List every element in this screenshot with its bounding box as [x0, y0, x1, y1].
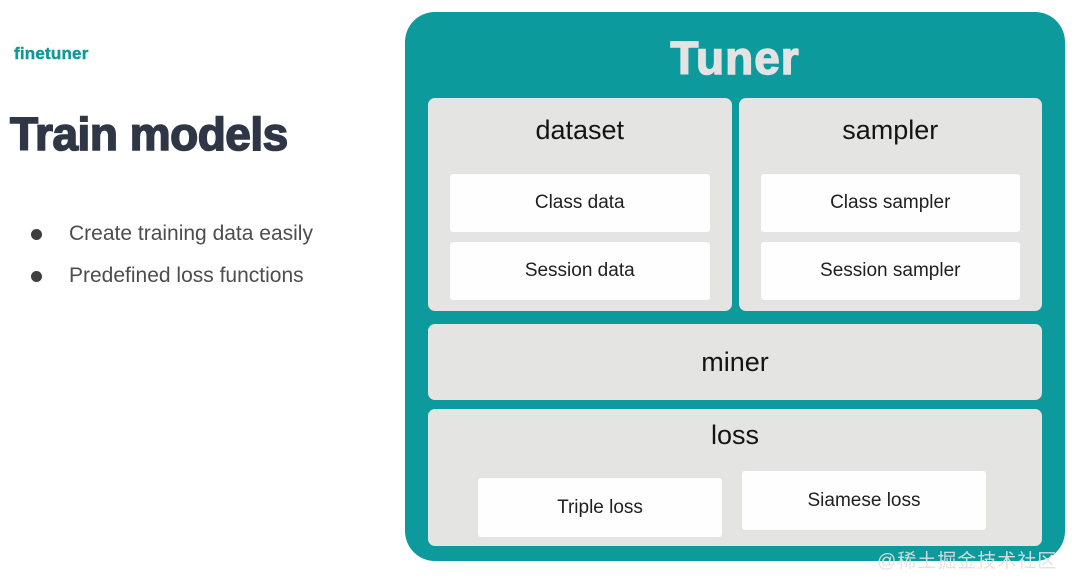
dataset-panel-title: dataset — [535, 115, 625, 145]
bullet-text: Predefined loss functions — [69, 264, 304, 287]
brand-logo: finetuner — [14, 44, 89, 63]
session-data-chip: Session data — [450, 242, 710, 300]
class-data-chip: Class data — [450, 174, 710, 232]
bullet-dot — [31, 228, 42, 240]
bullet-list: Create training data easily Predefined l… — [31, 222, 313, 306]
class-sampler-chip: Class sampler — [760, 174, 1020, 232]
loss-panel: loss Triple loss Siamese loss — [428, 409, 1042, 546]
list-item: Create training data easily — [31, 222, 313, 246]
sampler-panel: sampler Class sampler Session sampler — [738, 98, 1042, 311]
sampler-chips: Class sampler Session sampler — [760, 174, 1020, 300]
sampler-panel-title: sampler — [842, 115, 939, 145]
miner-panel: miner — [428, 324, 1042, 400]
triple-loss-chip: Triple loss — [478, 478, 722, 537]
bullet-text: Create training data easily — [69, 222, 313, 245]
page-title: Train models — [9, 107, 289, 161]
siamese-loss-chip: Siamese loss — [742, 471, 986, 530]
tuner-title: Tuner — [670, 32, 800, 84]
loss-chips: Triple loss Siamese loss — [428, 471, 1042, 537]
watermark: @稀土掘金技术社区 — [877, 551, 1058, 572]
dataset-panel: dataset Class data Session data — [428, 98, 732, 311]
list-item: Predefined loss functions — [31, 264, 313, 288]
tuner-diagram: Tuner dataset Class data Session data sa… — [405, 12, 1065, 561]
session-sampler-chip: Session sampler — [760, 242, 1020, 300]
dataset-sampler-row: dataset Class data Session data sampler … — [428, 98, 1042, 311]
dataset-chips: Class data Session data — [450, 174, 710, 300]
loss-panel-title: loss — [710, 420, 759, 450]
bullet-dot — [31, 270, 42, 282]
miner-panel-title: miner — [701, 347, 769, 377]
